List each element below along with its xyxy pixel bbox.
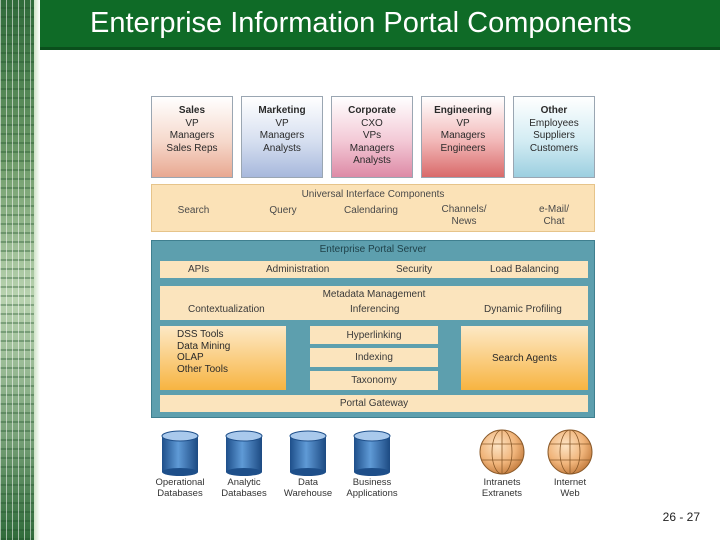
source-line: Operational: [155, 477, 205, 488]
globe-icon: [547, 429, 593, 475]
services-strip: APIs Administration Security Load Balanc…: [160, 261, 588, 278]
tool-item: Data Mining: [177, 340, 231, 352]
group-title: Marketing: [258, 105, 306, 116]
user-group-other: Other Employees Suppliers Customers: [513, 96, 595, 178]
ui-item-email: e-Mail/ Chat: [527, 204, 581, 228]
source-label-intranets: Intranets Extranets: [467, 477, 537, 499]
hyperlinking-cell: Hyperlinking: [310, 326, 438, 344]
group-line: VP: [275, 117, 289, 129]
source-line: Analytic: [227, 477, 261, 488]
group-line: Analysts: [353, 155, 391, 166]
universal-interface-title: Universal Interface Components: [301, 189, 445, 200]
group-line: Managers: [349, 142, 395, 154]
ui-item-line: Chat: [543, 216, 565, 227]
data-source-icons: [161, 429, 593, 476]
group-title: Other: [540, 105, 568, 116]
ui-item-channels: Channels/ News: [434, 204, 494, 228]
source-line: Internet: [553, 477, 587, 488]
group-line: Suppliers: [533, 130, 575, 141]
group-line: VP: [185, 117, 199, 129]
ui-item-query: Query: [269, 205, 297, 216]
tool-item: Other Tools: [177, 363, 228, 375]
group-title: Corporate: [348, 105, 396, 116]
service-administration: Administration: [266, 264, 330, 275]
group-line: Customers: [529, 142, 579, 154]
service-apis: APIs: [188, 264, 210, 275]
meta-dynamic-profiling: Dynamic Profiling: [484, 304, 562, 315]
source-line: Business: [352, 477, 392, 488]
group-line: Employees: [529, 117, 579, 129]
source-line: Web: [560, 488, 580, 499]
strip-divider: [34, 0, 40, 540]
source-line: Databases: [221, 488, 267, 499]
user-group-corporate: Corporate CXO VPs Managers Analysts: [331, 96, 413, 178]
meta-contextualization: Contextualization: [188, 304, 265, 315]
metadata-strip: Metadata Management Contextualization In…: [160, 286, 588, 320]
source-label-analytic: Analytic Databases: [209, 477, 279, 499]
source-line: Intranets: [483, 477, 521, 488]
group-line: Managers: [440, 130, 486, 141]
portal-gateway-strip: Portal Gateway: [160, 395, 588, 412]
slide-title: Enterprise Information Portal Components: [90, 7, 632, 39]
group-line: VPs: [362, 130, 382, 141]
source-line: Data: [297, 477, 319, 488]
universal-interface-band: Universal Interface Components Search Qu…: [151, 184, 595, 232]
slide-title-bar: Enterprise Information Portal Components: [40, 0, 720, 50]
source-label-warehouse: Data Warehouse: [273, 477, 343, 499]
tool-item: DSS Tools: [177, 329, 224, 340]
analysis-tools-box: DSS Tools Data Mining OLAP Other Tools: [160, 326, 286, 390]
user-group-marketing: Marketing VP Managers Analysts: [241, 96, 323, 178]
source-line: Applications: [346, 488, 398, 499]
ui-item-search: Search: [177, 205, 210, 216]
source-line: Databases: [157, 488, 203, 499]
enterprise-portal-server: Enterprise Portal Server APIs Administra…: [151, 240, 595, 418]
group-line: Managers: [169, 130, 215, 141]
page-number: 26 - 27: [662, 510, 700, 524]
source-label-operational: Operational Databases: [145, 477, 215, 499]
decorative-side-strip: [0, 0, 34, 540]
source-line: Extranets: [481, 488, 523, 499]
database-icon: [353, 430, 391, 476]
ui-item-line: Channels/: [441, 204, 487, 215]
globe-icon: [479, 429, 525, 475]
group-line: VP: [456, 117, 470, 129]
metadata-title: Metadata Management: [322, 289, 426, 300]
ui-item-line: News: [451, 216, 477, 227]
group-title: Engineering: [434, 105, 492, 116]
group-line: Analysts: [263, 142, 301, 154]
meta-inferencing: Inferencing: [350, 304, 400, 315]
group-line: Engineers: [440, 142, 486, 154]
user-group-sales: Sales VP Managers Sales Reps: [151, 96, 233, 178]
database-icon: [225, 430, 263, 476]
search-agents-box: Search Agents: [461, 326, 588, 390]
group-line: CXO: [361, 117, 383, 129]
group-title: Sales: [178, 105, 206, 116]
taxonomy-cell: Taxonomy: [310, 371, 438, 390]
source-label-internet: Internet Web: [535, 477, 605, 499]
user-group-engineering: Engineering VP Managers Engineers: [421, 96, 505, 178]
service-load-balancing: Load Balancing: [490, 264, 559, 275]
tool-item: OLAP: [177, 352, 204, 363]
indexing-cell: Indexing: [310, 348, 438, 367]
group-line: Sales Reps: [166, 142, 218, 154]
portal-server-title: Enterprise Portal Server: [319, 244, 427, 255]
source-label-business: Business Applications: [337, 477, 407, 499]
source-line: Warehouse: [283, 488, 333, 499]
ui-item-calendaring: Calendaring: [344, 205, 398, 216]
search-agents-label: Search Agents: [491, 352, 558, 364]
ui-item-line: e-Mail/: [538, 204, 569, 215]
group-line: Managers: [259, 130, 305, 141]
database-icon: [289, 430, 327, 476]
database-icon: [161, 430, 199, 476]
service-security: Security: [396, 264, 433, 275]
